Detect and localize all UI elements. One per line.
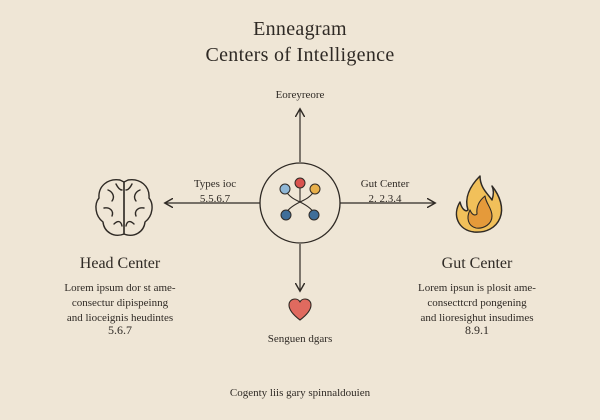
brain-icon	[95, 179, 153, 236]
gut-center-desc-line-2: consecttcrd pongening	[427, 296, 527, 309]
gut-center-desc-line-3: and lioresighut insudimes	[420, 311, 534, 324]
gut-center-desc-line-1: Lorem ipsun is plosit ame-	[418, 282, 536, 294]
head-center-heading: Head Center	[79, 255, 161, 272]
node-orange	[309, 183, 321, 195]
right-arrow-line-2: 2. 2.3.4	[368, 192, 402, 205]
gut-center-heading: Gut Center	[441, 255, 513, 272]
gut-center-description: Lorem ipsun is plosit ame- consecttcrd p…	[400, 281, 554, 326]
head-center-types: 5.6.7	[108, 323, 132, 337]
node-blue-right	[308, 209, 320, 221]
gut-center-types: 8.9.1	[465, 323, 489, 337]
bottom-label: Senguen dgars	[267, 333, 333, 345]
title-line-2: Centers of Intelligence	[205, 44, 395, 66]
left-arrow-line-1: Types ioc	[193, 178, 237, 190]
flame-icon	[455, 175, 503, 233]
node-blue-left	[280, 209, 292, 221]
left-arrow-label: Types ioc 5.5.6.7	[170, 177, 260, 207]
center-circle	[259, 162, 341, 244]
head-center-desc-line-3: and lioceignis heudintes	[66, 311, 174, 324]
node-light-blue	[279, 183, 291, 195]
head-center-description: Lorem ipsum dor st ame- consectur dipisp…	[45, 281, 195, 326]
head-center-desc-line-1: Lorem ipsum dor st ame-	[64, 282, 176, 294]
head-center-desc-line-2: consectur dipispeinng	[71, 296, 169, 309]
top-label: Eoreyreore	[275, 89, 325, 101]
right-arrow-line-1: Gut Center	[360, 178, 410, 190]
node-red	[294, 177, 306, 189]
left-arrow-line-2: 5.5.6.7	[199, 192, 231, 205]
heart-icon	[288, 298, 312, 321]
footer-text: Cogenty liis gary spinnaldouien	[229, 387, 371, 399]
right-arrow-label: Gut Center 2. 2.3.4	[340, 177, 430, 207]
title-line-1: Enneagram	[253, 18, 347, 40]
